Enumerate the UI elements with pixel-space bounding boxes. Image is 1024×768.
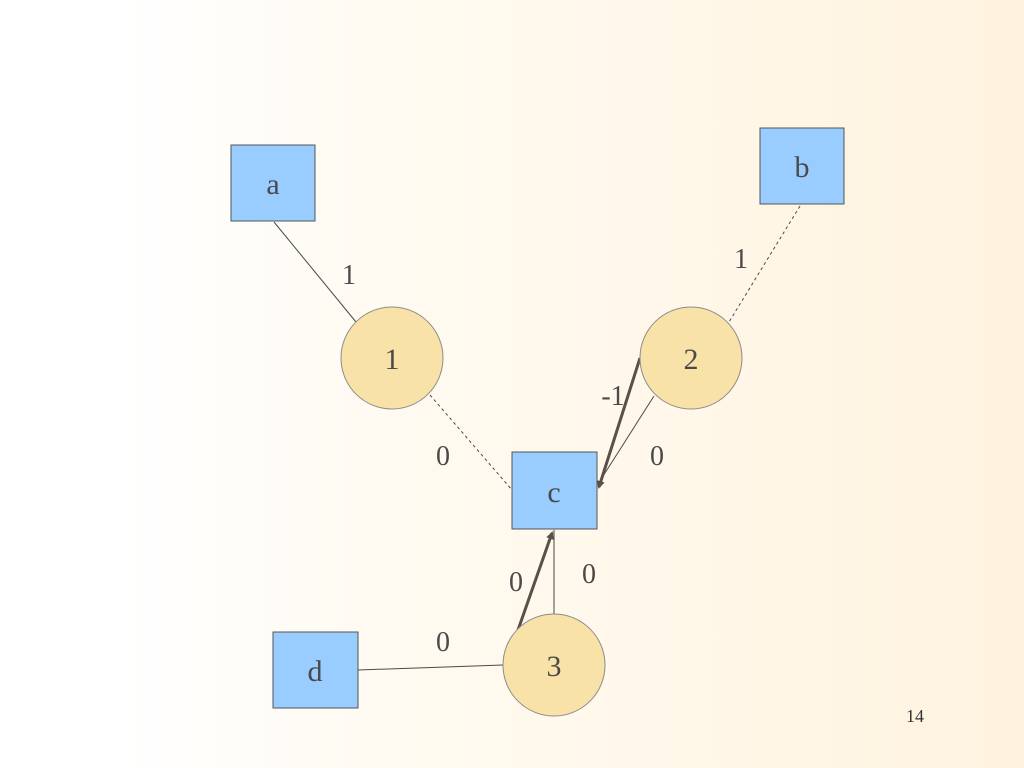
node-a: a bbox=[230, 144, 316, 222]
node-b-label: b bbox=[795, 151, 810, 184]
edge-label-3-c: 0 bbox=[582, 559, 596, 590]
edge-1-c bbox=[429, 394, 513, 491]
edge-label-3-c-arrow: 0 bbox=[509, 567, 523, 598]
node-3: 3 bbox=[502, 613, 606, 717]
node-2-label: 2 bbox=[684, 343, 699, 376]
edge-label-d-3: 0 bbox=[436, 627, 450, 658]
edge-b-2 bbox=[728, 205, 801, 323]
node-2: 2 bbox=[639, 306, 743, 410]
edge-label-2-c-arrow: -1 bbox=[601, 381, 624, 412]
edge-label-a-1: 1 bbox=[342, 260, 356, 291]
node-c-label: c bbox=[547, 476, 560, 509]
node-3-label: 3 bbox=[547, 650, 562, 683]
edge-label-2-c: 0 bbox=[650, 441, 664, 472]
node-d: d bbox=[272, 631, 359, 709]
node-b: b bbox=[759, 127, 845, 205]
node-a-label: a bbox=[266, 168, 279, 201]
edge-a-1 bbox=[273, 221, 357, 323]
node-d-label: d bbox=[308, 655, 323, 688]
edge-label-1-c: 0 bbox=[436, 441, 450, 472]
edge-d-3 bbox=[357, 664, 504, 671]
edge-3-c-arrow bbox=[516, 531, 554, 631]
node-1: 1 bbox=[340, 306, 444, 410]
node-c: c bbox=[511, 451, 598, 530]
page-number: 14 bbox=[906, 706, 924, 726]
node-1-label: 1 bbox=[385, 343, 400, 376]
edge-2-c-arrow bbox=[597, 357, 642, 489]
edge-label-b-2: 1 bbox=[734, 244, 748, 275]
edge-2-c bbox=[597, 395, 655, 485]
